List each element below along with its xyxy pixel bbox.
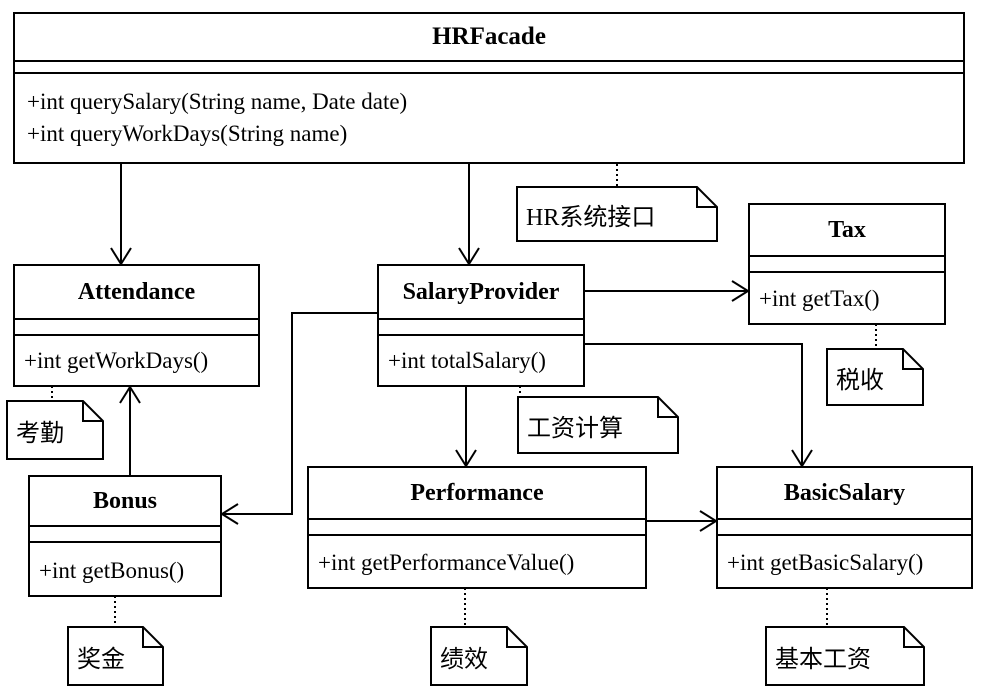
operations-compartment: +int totalSalary() [379,336,583,377]
attributes-compartment [15,62,963,74]
attributes-compartment [15,320,258,336]
operations-compartment: +int getWorkDays() [15,336,258,377]
note-text: 工资计算 [527,415,623,442]
class-name: Performance [309,468,645,520]
class-name: Attendance [15,266,258,320]
operation: +int getTax() [759,286,880,311]
note-shape [826,348,924,406]
class-name: SalaryProvider [379,266,583,320]
operations-compartment: +int getTax() [750,273,944,315]
note-salary-calc: 工资计算 [517,396,679,454]
assoc-salaryprovider-bonus [222,312,378,515]
note-shape [430,626,528,686]
note-text: 奖金 [77,646,125,673]
arrowhead-bonus [220,503,239,525]
operation: +int totalSalary() [388,348,546,373]
operations-compartment: +int querySalary(String name, Date date)… [15,74,963,150]
operations-compartment: +int getBasicSalary() [718,536,971,579]
class-name: Bonus [30,477,220,527]
note-text: 基本工资 [775,646,871,673]
note-shape [516,186,718,242]
operation: +int getBasicSalary() [727,550,924,575]
note-text: 绩效 [440,646,488,673]
note-shape [517,396,679,454]
note-performance: 绩效 [430,626,528,686]
class-name: HRFacade [15,14,963,62]
operation: +int querySalary(String name, Date date) [27,89,408,114]
operation: +int getWorkDays() [24,348,209,373]
note-text: 税收 [836,367,884,394]
operation: +int queryWorkDays(String name) [27,121,348,146]
assoc-salaryprovider-basicsalary [584,343,803,466]
attributes-compartment [309,520,645,536]
note-shape [67,626,164,686]
class-name: Tax [750,205,944,257]
operations-compartment: +int getPerformanceValue() [309,536,645,579]
class-performance: Performance +int getPerformanceValue() [307,466,647,589]
class-basicsalary: BasicSalary +int getBasicSalary() [716,466,973,589]
operation: +int getBonus() [39,558,185,583]
class-bonus: Bonus +int getBonus() [28,475,222,597]
note-bonus: 奖金 [67,626,164,686]
class-hrfacade: HRFacade +int querySalary(String name, D… [13,12,965,164]
class-name: BasicSalary [718,468,971,520]
operations-compartment: +int getBonus() [30,543,220,587]
attributes-compartment [718,520,971,536]
note-attendance: 考勤 [6,400,104,460]
attributes-compartment [30,527,220,543]
arrowhead-attendance-from-bonus [119,385,141,404]
note-tax: 税收 [826,348,924,406]
note-text: HR系统接口 [526,204,656,231]
attributes-compartment [750,257,944,273]
operation: +int getPerformanceValue() [318,550,575,575]
note-shape [765,626,925,686]
note-basic-salary: 基本工资 [765,626,925,686]
class-attendance: Attendance +int getWorkDays() [13,264,260,387]
note-shape [6,400,104,460]
attributes-compartment [379,320,583,336]
note-hr-interface: HR系统接口 [516,186,718,242]
class-salaryprovider: SalaryProvider +int totalSalary() [377,264,585,387]
class-tax: Tax +int getTax() [748,203,946,325]
note-text: 考勤 [16,420,64,447]
